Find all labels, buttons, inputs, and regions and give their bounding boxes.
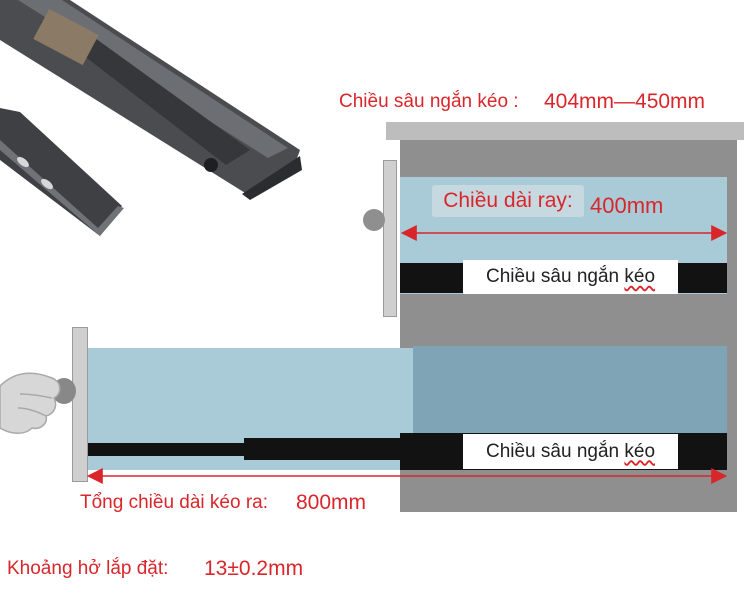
pull-out-length-value: 800mm bbox=[296, 491, 367, 514]
slide-lower-body bbox=[0, 108, 122, 236]
upper-drawer-depth-underlined: kéo bbox=[624, 266, 656, 287]
upper-drawer-front bbox=[383, 160, 397, 317]
drawer-depth-range-value: 404mm—450mm bbox=[544, 90, 706, 113]
rail-length-label: Chiều dài ray: bbox=[432, 185, 584, 217]
rail-segment-inner bbox=[86, 443, 246, 456]
slide-lower-hole-2 bbox=[41, 178, 53, 190]
installation-gap-value: 13±0.2mm bbox=[204, 557, 304, 580]
lower-drawer-depth-underlined: kéo bbox=[624, 440, 656, 462]
drawer-depth-title: Chiều sâu ngắn kéo : bbox=[339, 91, 519, 112]
drawer-slide-photo bbox=[0, 0, 302, 236]
rail-segment-middle bbox=[244, 438, 404, 460]
slide-lock-mechanism bbox=[33, 8, 99, 66]
slide-upper-end bbox=[242, 156, 302, 200]
hand-pulling-image bbox=[0, 372, 61, 434]
upper-drawer-depth-box: Chiều sâu ngắn kéo bbox=[463, 260, 678, 294]
hand-finger-line-2 bbox=[17, 407, 47, 417]
lower-drawer-depth-box: Chiều sâu ngắn kéo bbox=[463, 434, 678, 469]
pull-out-length-label: Tổng chiều dài kéo ra: bbox=[80, 492, 269, 513]
slide-upper-hole bbox=[204, 158, 218, 172]
upper-drawer-depth-text: Chiều sâu ngắn bbox=[485, 266, 625, 287]
cabinet-top-panel bbox=[386, 122, 744, 140]
lower-drawer-front bbox=[72, 327, 88, 482]
slide-upper-channel bbox=[40, 20, 250, 165]
slide-lower-hole-1 bbox=[17, 156, 29, 168]
rail-length-value: 400mm bbox=[590, 193, 664, 218]
upper-drawer-knob bbox=[363, 209, 385, 231]
installation-gap-label: Khoảng hở lắp đặt: bbox=[7, 558, 169, 579]
lower-drawer-depth-text: Chiều sâu ngắn bbox=[485, 440, 625, 462]
hand-palm bbox=[0, 372, 61, 434]
hand-finger-line-1 bbox=[19, 393, 53, 399]
lower-drawer-inside-cabinet bbox=[413, 346, 727, 444]
